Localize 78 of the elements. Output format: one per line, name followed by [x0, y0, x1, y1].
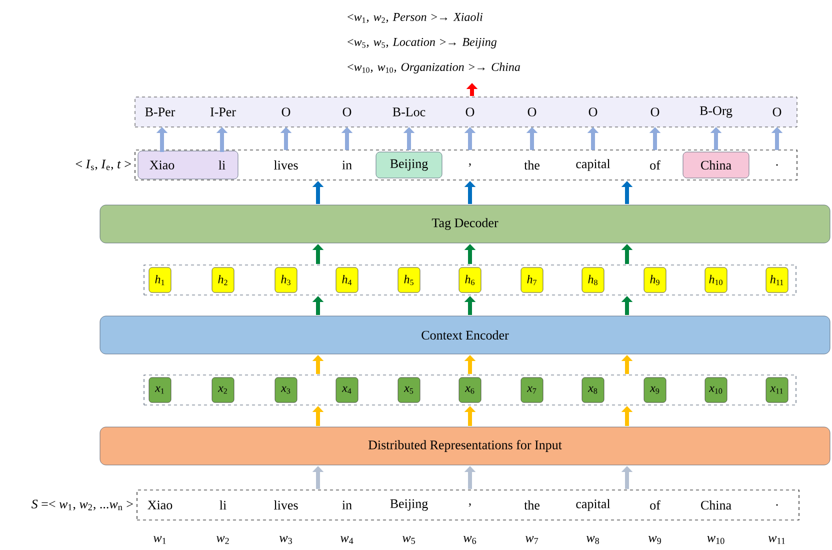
- word: li: [218, 160, 226, 170]
- tag-label: B-Org: [700, 106, 732, 118]
- highlighted-word: China: [682, 152, 750, 178]
- tag-label: O: [342, 108, 352, 116]
- word-index-label: w$_{2}$: [216, 536, 229, 544]
- side-label: < I$_{s}$, I$_{e}$, t >: [76, 160, 131, 170]
- vector-cell: h$_{6}$: [458, 267, 482, 293]
- tag-label: O: [528, 108, 536, 116]
- word: .: [776, 504, 778, 506]
- word: the: [524, 500, 540, 510]
- word: ,: [468, 503, 471, 507]
- word: in: [342, 160, 352, 170]
- decoder-bar: Tag Decoder: [100, 204, 830, 244]
- word: China: [701, 500, 732, 510]
- word: capital: [576, 499, 610, 511]
- encoder-bar: Context Encoder: [100, 316, 830, 354]
- word: Xiao: [148, 500, 172, 510]
- vector-cell: x$_{3}$: [274, 377, 298, 403]
- word-index-label: w$_{9}$: [648, 536, 661, 544]
- word: in: [342, 500, 352, 510]
- vector-cell: x$_{8}$: [582, 377, 604, 403]
- tag-band: [134, 96, 798, 128]
- vector-cell: h$_{1}$: [148, 267, 172, 293]
- vector-cell: x$_{11}$: [766, 377, 788, 403]
- vector-cell: h$_{11}$: [766, 267, 788, 293]
- vector-cell: x$_{1}$: [148, 377, 172, 403]
- vector-cell: h$_{4}$: [336, 267, 358, 293]
- vector-cell: x$_{6}$: [458, 377, 482, 403]
- vector-cell: x$_{5}$: [398, 377, 420, 403]
- word: li: [220, 500, 226, 510]
- word: the: [524, 160, 540, 170]
- word: lives: [274, 500, 298, 510]
- vector-cell: h$_{10}$: [704, 267, 728, 293]
- word: of: [650, 160, 660, 170]
- vector-cell: h$_{7}$: [520, 267, 544, 293]
- tag-label: I-Per: [210, 108, 236, 116]
- vector-cell: h$_{9}$: [644, 267, 666, 293]
- vector-cell: x$_{7}$: [520, 377, 544, 403]
- word: Beijing: [390, 499, 428, 511]
- tag-label: O: [772, 108, 782, 116]
- vector-cell: h$_{5}$: [398, 267, 420, 293]
- word: ,: [468, 163, 471, 167]
- word-index-label: w$_{1}$: [153, 536, 166, 544]
- word-index-label: w$_{8}$: [586, 536, 600, 544]
- word-index-label: w$_{10}$: [707, 536, 724, 544]
- result-text: <w$_{1}$, w$_{2}$, Person >→ Xiaoli <w$_{5}$, w$_{5}$, Location >→ Beijing <w$_{10}$, w$_{10}$, Organization >→ China: [348, 12, 520, 74]
- embedding-band: [144, 374, 796, 406]
- word: .: [776, 164, 778, 166]
- vector-cell: x$_{10}$: [704, 377, 728, 403]
- word-index-label: w$_{5}$: [402, 536, 415, 544]
- word: of: [650, 500, 660, 510]
- word-index-label: w$_{7}$: [525, 536, 538, 544]
- vector-cell: h$_{8}$: [582, 267, 604, 293]
- word: lives: [274, 160, 298, 170]
- word: Xiao: [150, 160, 174, 170]
- word: capital: [576, 159, 610, 171]
- vector-cell: x$_{4}$: [336, 377, 358, 403]
- tag-label: B-Loc: [392, 108, 426, 116]
- word-index-label: w$_{11}$: [768, 536, 785, 544]
- tag-label: O: [650, 108, 660, 116]
- word-index-label: w$_{3}$: [279, 536, 292, 544]
- highlight-box: [138, 150, 238, 180]
- highlighted-word: Beijing: [376, 152, 442, 178]
- tag-label: O: [588, 108, 598, 116]
- tag-label: O: [282, 108, 290, 116]
- vector-cell: x$_{2}$: [212, 377, 234, 403]
- tag-label: O: [466, 108, 474, 116]
- vector-cell: x$_{9}$: [644, 377, 666, 403]
- input-sentence-band: [136, 490, 800, 520]
- vector-cell: h$_{2}$: [212, 267, 234, 293]
- entity-band: [134, 150, 798, 180]
- input-layer-bar: Distributed Representations for Input: [100, 426, 830, 466]
- vector-cell: h$_{3}$: [274, 267, 298, 293]
- tag-label: B-Per: [145, 108, 176, 116]
- word-index-label: w$_{6}$: [463, 536, 476, 544]
- word-index-label: w$_{4}$: [340, 536, 354, 544]
- hidden-state-band: [144, 264, 796, 296]
- side-label: S =< w$_{1}$, w$_{2}$, ...w$_{n}$ >: [32, 500, 133, 510]
